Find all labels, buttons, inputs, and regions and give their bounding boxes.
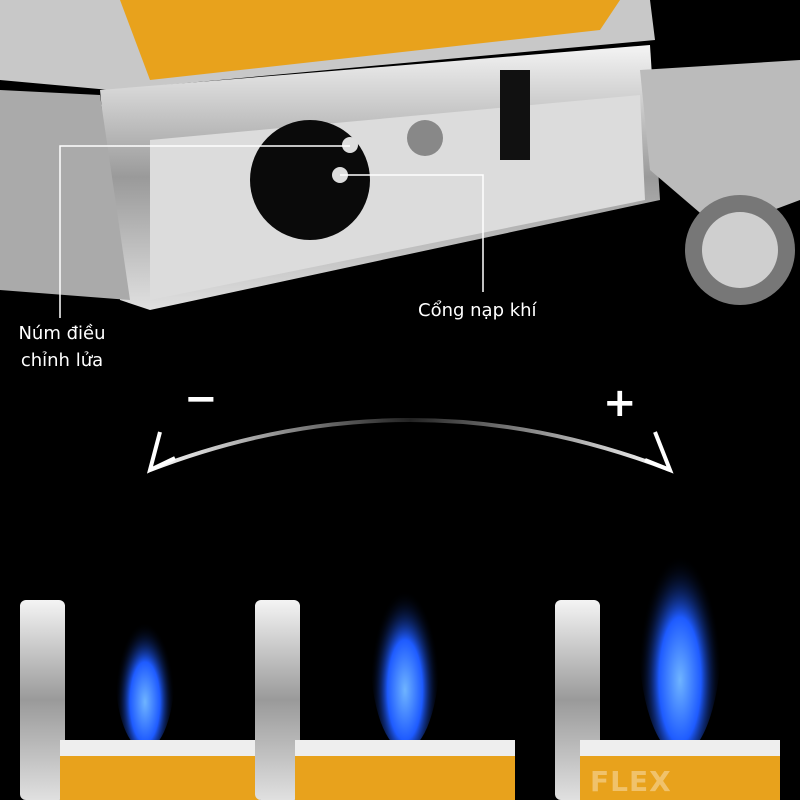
adjust-arc-arrow bbox=[149, 418, 671, 472]
increase-sign: + bbox=[603, 380, 637, 426]
adjust-knob-label: Núm điều chỉnh lửa bbox=[17, 320, 107, 374]
callout-line-knob bbox=[59, 145, 350, 318]
gas-port bbox=[407, 120, 443, 156]
adjust-knob bbox=[250, 120, 370, 240]
lighter-low-flame bbox=[20, 590, 260, 800]
callout-line-port bbox=[340, 174, 484, 292]
adjust-knob-label-line1: Núm điều bbox=[18, 323, 106, 344]
gas-port-label: Cổng nạp khí bbox=[418, 300, 537, 321]
adjust-knob-label-line2: chỉnh lửa bbox=[20, 350, 104, 371]
lighter-medium-flame bbox=[255, 550, 515, 800]
lighter-high-flame bbox=[555, 505, 780, 800]
decrease-sign: − bbox=[184, 376, 218, 422]
lighter-top bbox=[0, 0, 800, 310]
watermark: FLEX HOUSE.VN bbox=[590, 765, 762, 800]
